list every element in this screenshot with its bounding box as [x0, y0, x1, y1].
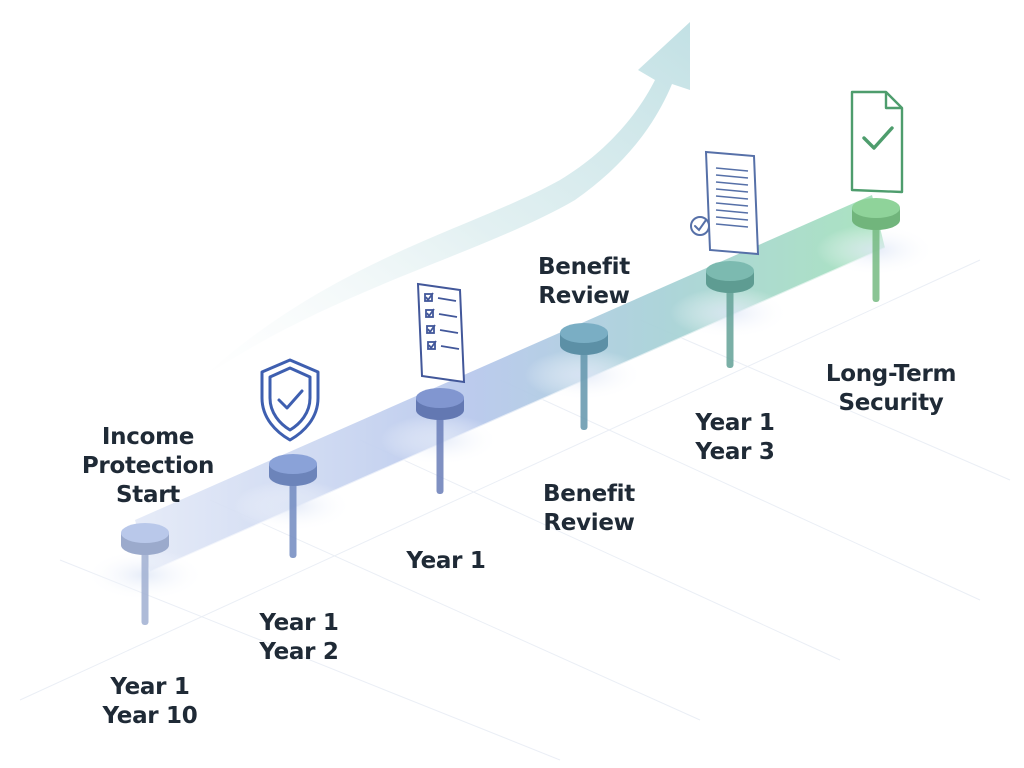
milestone-5-caption: Year 1 Year 3 [695, 409, 775, 467]
milestone-pin [726, 283, 734, 368]
milestone-puck-top [416, 388, 464, 408]
growth-arrow-icon [200, 22, 690, 380]
milestone-caption-line: Year 10 [102, 703, 198, 729]
milestone-title-line: Start [116, 482, 180, 508]
milestone-title-line: Protection [81, 453, 215, 479]
milestone-puck-top [852, 198, 900, 218]
milestone-title-line: Review [538, 283, 630, 309]
milestone-pin [141, 545, 149, 625]
milestone-puck-top [706, 261, 754, 281]
milestone-caption-line: Year 1 [406, 548, 486, 574]
document-check-icon [690, 150, 760, 256]
milestone-3 [380, 388, 500, 494]
milestone-caption-line: Year 2 [259, 639, 339, 665]
milestone-caption-line: Benefit [543, 481, 635, 507]
document-check-green-icon [850, 90, 904, 194]
milestone-1-caption: Year 1 Year 10 [103, 673, 198, 731]
milestone-caption-line: Security [838, 390, 944, 416]
milestone-5 [670, 261, 790, 368]
milestone-caption-line: Year 3 [695, 439, 775, 465]
milestone-pin [289, 476, 297, 558]
shield-check-icon [260, 358, 320, 442]
milestone-title-line: Income [101, 424, 195, 450]
milestone-pin [872, 220, 880, 302]
milestone-1 [85, 523, 205, 625]
milestone-caption-line: Review [543, 510, 635, 536]
milestones-layer [85, 198, 936, 625]
checklist-icon [416, 282, 466, 384]
milestone-caption-line: Year 1 [110, 674, 190, 700]
milestone-puck-top [560, 323, 608, 343]
milestone-3-caption: Year 1 [406, 547, 486, 576]
milestone-caption-line: Year 1 [259, 610, 339, 636]
milestone-pin [580, 345, 588, 430]
milestone-puck-top [269, 454, 317, 474]
milestone-title-line: Benefit [538, 254, 630, 280]
milestone-caption-line: Long-Term [825, 361, 957, 387]
milestone-caption-line: Year 1 [695, 410, 775, 436]
milestone-puck-top [121, 523, 169, 543]
milestone-2 [233, 454, 353, 558]
milestone-pin [436, 410, 444, 494]
milestone-6 [816, 198, 936, 302]
milestone-4 [524, 323, 644, 430]
milestone-2-caption: Year 1 Year 2 [259, 609, 339, 667]
